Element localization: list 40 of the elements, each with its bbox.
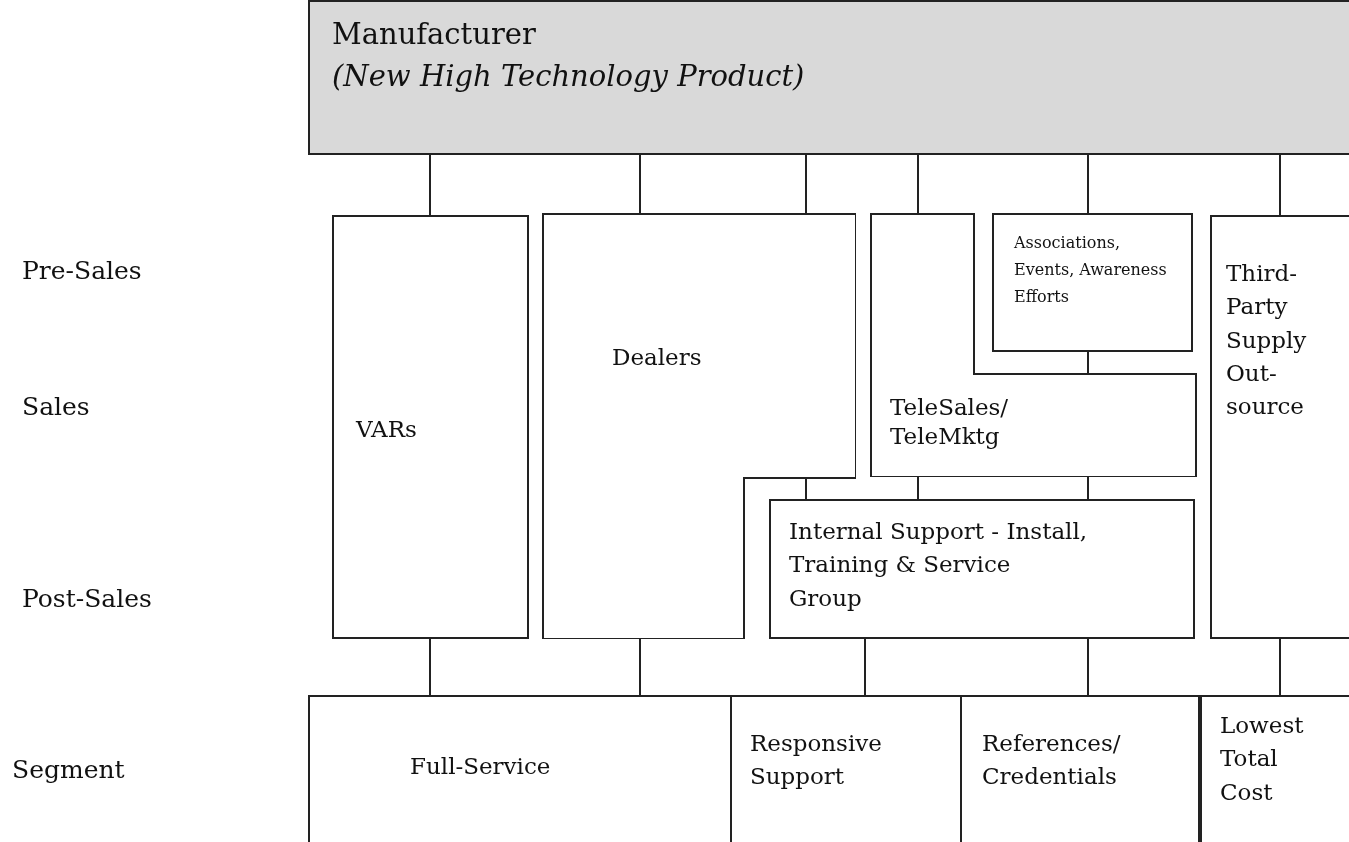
box-label: TeleSales/ TeleMktg (890, 393, 1010, 451)
box-label: Dealers (612, 343, 703, 372)
segment-cell (960, 695, 1198, 842)
box-label: References/ Credentials (982, 729, 1122, 792)
box-label: Third-Party Supply Out-source (1226, 259, 1308, 422)
header-box (308, 0, 1349, 155)
connector-line (1087, 638, 1089, 696)
support-box (769, 499, 1195, 639)
connector-line (1087, 351, 1089, 375)
channel-box (1210, 215, 1349, 639)
connector-line (1279, 154, 1281, 216)
connector-line (917, 154, 919, 215)
connector-line (805, 477, 807, 500)
box-label: Full-Service (410, 752, 552, 781)
segment-cell (730, 695, 960, 842)
connector-line (917, 476, 919, 500)
connector-line (1087, 154, 1089, 214)
box-label: Internal Support - Install, Training & Service Group (789, 517, 1089, 613)
connector-line (1279, 638, 1281, 696)
segment-cell (1198, 695, 1349, 842)
box-label: Associations, Events, Awareness Efforts (1014, 232, 1168, 309)
segment-cell (308, 695, 730, 842)
box-label: VARs (356, 415, 418, 444)
connector-line (1087, 476, 1089, 500)
connector-line (429, 638, 431, 696)
row-label: Segment (12, 755, 125, 784)
connector-line (429, 154, 431, 216)
box-label: Responsive Support (750, 729, 883, 792)
box-label: Lowest Total Cost (1220, 711, 1305, 807)
connector-line (864, 638, 866, 696)
row-label: Sales (22, 392, 90, 421)
channel-box (332, 215, 529, 639)
connector-line (639, 638, 641, 696)
connector-line (805, 154, 807, 215)
header-title: Manufacturer (332, 16, 537, 53)
channel-box (992, 213, 1193, 352)
connector-line (639, 154, 641, 215)
row-label: Pre-Sales (22, 256, 142, 285)
row-label: Post-Sales (22, 584, 152, 613)
header-subtitle: (New High Technology Product) (332, 58, 806, 95)
